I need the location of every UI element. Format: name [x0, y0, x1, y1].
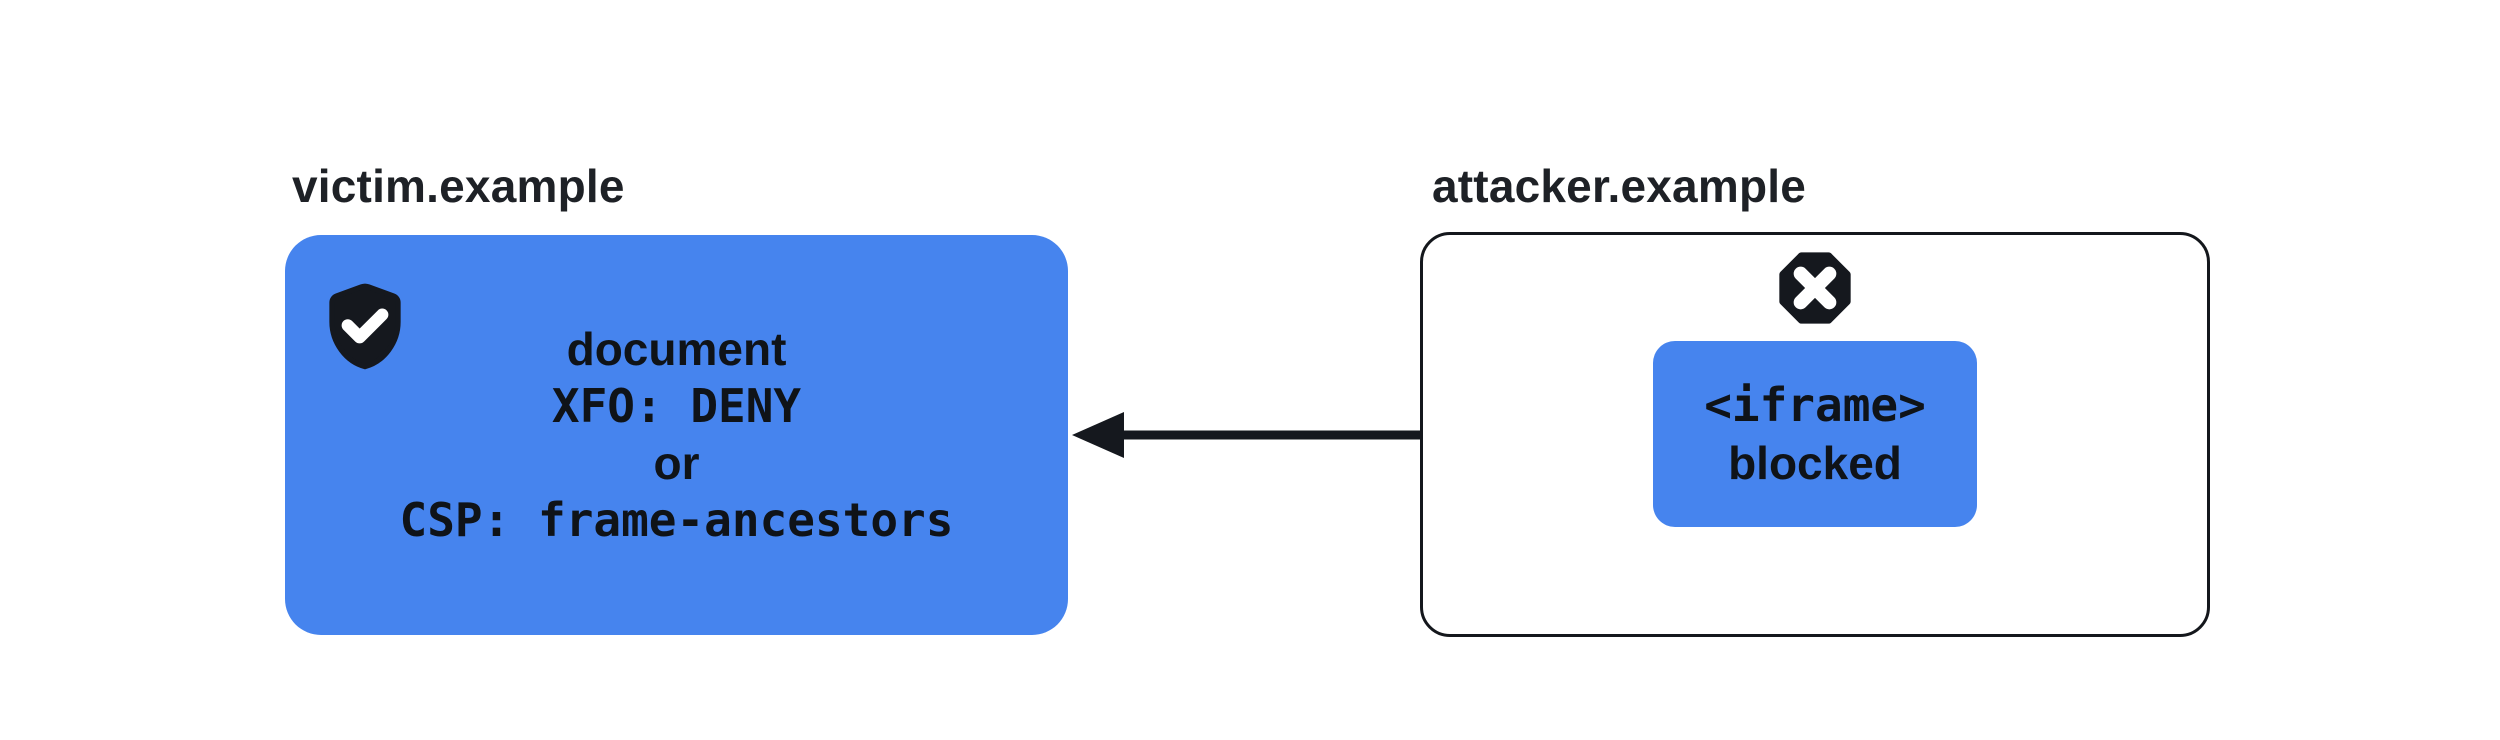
victim-site-label: victim.example — [292, 160, 625, 212]
policy-line-xfo-deny: XFO: DENY — [551, 379, 802, 433]
victim-policy-text: document XFO: DENY or CSP: frame-ancesto… — [285, 235, 1068, 635]
iframe-tag-label: <iframe> — [1704, 378, 1926, 432]
policy-line-csp-frame-ancestors: CSP: frame-ancestors — [399, 493, 954, 547]
attacker-page-box: <iframe> blocked — [1420, 232, 2210, 637]
policy-line-document: document — [566, 323, 787, 375]
victim-document-box: document XFO: DENY or CSP: frame-ancesto… — [285, 235, 1068, 635]
blocked-iframe-box: <iframe> blocked — [1653, 341, 1977, 527]
blocked-x-octagon-icon — [1775, 248, 1855, 328]
policy-line-or: or — [653, 437, 700, 489]
shield-check-icon — [319, 273, 411, 377]
iframe-blocked-label: blocked — [1728, 437, 1902, 489]
attacker-site-label: attacker.example — [1432, 160, 1807, 212]
